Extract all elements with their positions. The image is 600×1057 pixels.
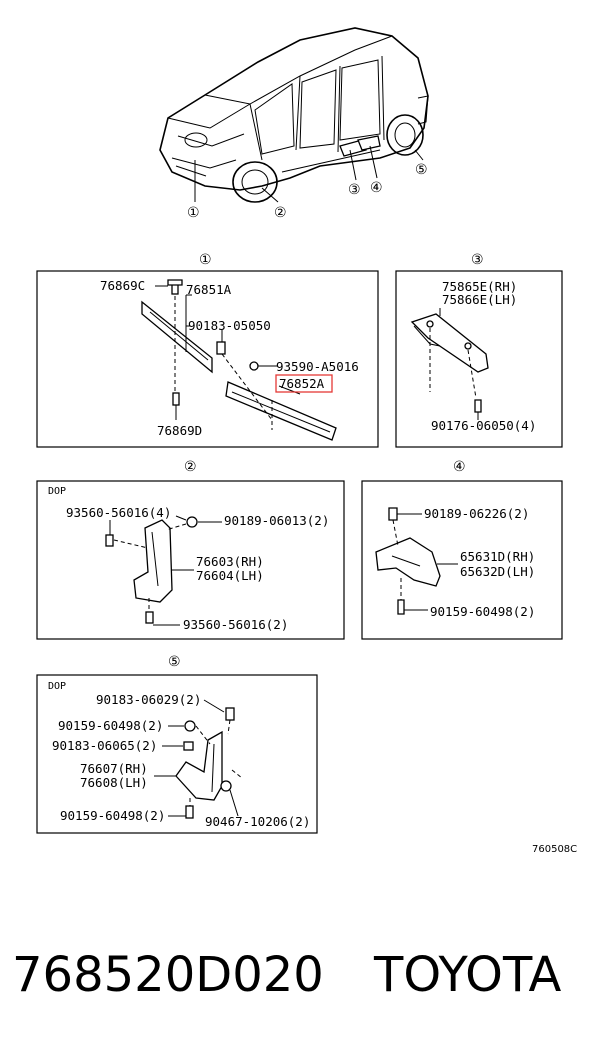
part-90159-60498-p5b: 90159-60498(2)	[60, 808, 165, 823]
part-76852a: 76852A	[279, 376, 325, 391]
panel-5-dop: DOP	[48, 681, 66, 692]
panel-4-frame	[361, 480, 563, 640]
panel-2-dop: DOP	[48, 486, 66, 497]
footer-brand: TOYOTA	[373, 947, 562, 1003]
part-76869d: 76869D	[157, 423, 202, 438]
part-76604: 76604(LH)	[196, 568, 264, 583]
panel-3-heading: ③	[471, 252, 484, 268]
part-76608: 76608(LH)	[80, 775, 148, 790]
part-90183-06065: 90183-06065(2)	[52, 738, 157, 753]
panel-2-heading: ②	[184, 459, 197, 475]
part-76607: 76607(RH)	[80, 761, 148, 776]
footer-part-number: 768520D020	[12, 947, 324, 1003]
part-90183-05050: 90183-05050	[188, 318, 271, 333]
part-93560-56016-top: 93560-56016(4)	[66, 505, 171, 520]
callout-2: ②	[274, 205, 287, 221]
part-75866e: 75866E(LH)	[442, 292, 517, 307]
part-93590-a5016: 93590-A5016	[276, 359, 359, 374]
part-90183-06029: 90183-06029(2)	[96, 692, 201, 707]
part-75865e: 75865E(RH)	[442, 279, 517, 294]
car-illustration	[159, 27, 429, 203]
highlight-box	[275, 374, 333, 393]
part-76869c: 76869C	[100, 278, 145, 293]
part-90189-06226: 90189-06226(2)	[424, 506, 529, 521]
callout-1: ①	[187, 205, 200, 221]
panel-4-heading: ④	[453, 459, 466, 475]
part-90176-06050: 90176-06050(4)	[431, 418, 536, 433]
part-93560-56016-bottom: 93560-56016(2)	[183, 617, 288, 632]
part-65632d: 65632D(LH)	[460, 564, 535, 579]
part-90467-10206: 90467-10206(2)	[205, 814, 310, 829]
panel-2-frame	[36, 480, 345, 640]
panel-3-frame	[395, 270, 563, 448]
part-76603: 76603(RH)	[196, 554, 264, 569]
panel-5-frame	[36, 674, 318, 834]
panel-1-frame	[36, 270, 379, 448]
part-90189-06013: 90189-06013(2)	[224, 513, 329, 528]
part-76851a: 76851A	[186, 282, 232, 297]
callout-5: ⑤	[415, 162, 428, 178]
callout-4: ④	[370, 180, 383, 196]
part-90159-60498-p4: 90159-60498(2)	[430, 604, 535, 619]
panel-5-heading: ⑤	[168, 654, 181, 670]
callout-3: ③	[348, 182, 361, 198]
part-65631d: 65631D(RH)	[460, 549, 535, 564]
diagram-code: 760508C	[532, 844, 577, 855]
panel-1-heading: ①	[199, 252, 212, 268]
part-90159-60498-p5a: 90159-60498(2)	[58, 718, 163, 733]
